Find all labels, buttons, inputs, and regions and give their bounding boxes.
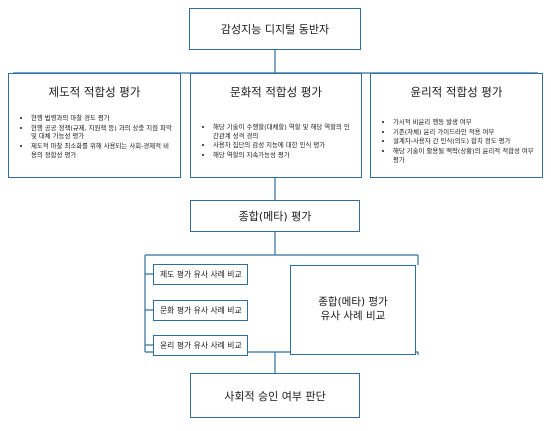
top-label: 감성지능 디지털 동반자 <box>220 23 330 36</box>
list-item: 제도적 마찰 최소화를 위해 사용되는 사회-경제적 비용의 정합성 평가 <box>31 142 174 159</box>
list-item: 현행 공공 정책(규제, 지원책 등) 과의 상충 지점 파악 및 대체 가능성… <box>31 124 174 141</box>
list-item: 기존(자체) 윤리 가이드라인 적용 여부 <box>393 128 536 137</box>
top-box: 감성지능 디지털 동반자 <box>189 8 361 50</box>
meta-box: 종합(메타) 평가 <box>190 200 360 232</box>
list-item: 해당 기술이 활용될 맥락(상황)의 윤리적 적합성 여부 평가 <box>393 147 536 164</box>
panel-list: 가시적 비윤리 행동 발생 여부 기존(자체) 윤리 가이드라인 적용 여부 설… <box>385 118 536 165</box>
list-item: 사용자 집단의 감성 지능에 대한 인식 평가 <box>213 141 355 150</box>
comparison-ethical: 윤리 평가 유사 사례 비교 <box>153 335 248 356</box>
meta-comparison-line2: 유사 사례 비교 <box>320 310 386 322</box>
comparison-cultural: 문화 평가 유사 사례 비교 <box>153 300 248 321</box>
panel-list: 현행 법령과의 마찰 경도 평가 현행 공공 정책(규제, 지원책 등) 과의 … <box>23 114 174 160</box>
panel-title: 윤리적 적합성 평가 <box>410 85 503 99</box>
meta-comparison-line1: 종합(메타) 평가 <box>318 296 388 309</box>
comparison-label: 제도 평가 유사 사례 비교 <box>160 270 242 279</box>
panel-ethical: 윤리적 적합성 평가 가시적 비윤리 행동 발생 여부 기존(자체) 윤리 가이… <box>370 73 543 178</box>
meta-comparison-box: 종합(메타) 평가 유사 사례 비교 <box>290 265 416 355</box>
comparison-institutional: 제도 평가 유사 사례 비교 <box>153 264 248 285</box>
list-item: 가시적 비윤리 행동 발생 여부 <box>393 118 536 127</box>
list-item: 해당 역할의 지속가능성 평가 <box>213 151 355 160</box>
final-label: 사회적 승인 여부 판단 <box>224 389 326 403</box>
panel-list: 해당 기술이 수행할(대체할) 역할 및 해당 역할의 인간관계 성격 경의 사… <box>205 123 355 161</box>
comparison-label: 윤리 평가 유사 사례 비교 <box>160 341 242 350</box>
list-item: 설계자-사용자 간 인식(의도) 합치 정도 평가 <box>393 137 536 146</box>
panel-title: 제도적 적합성 평가 <box>48 85 141 99</box>
panel-cultural: 문화적 적합성 평가 해당 기술이 수행할(대체할) 역할 및 해당 역할의 인… <box>190 73 362 178</box>
panel-institutional: 제도적 적합성 평가 현행 법령과의 마찰 경도 평가 현행 공공 정책(규제,… <box>8 73 181 178</box>
comparison-label: 문화 평가 유사 사례 비교 <box>160 306 242 315</box>
list-item: 현행 법령과의 마찰 경도 평가 <box>31 114 174 123</box>
final-box: 사회적 승인 여부 판단 <box>190 373 360 418</box>
meta-label: 종합(메타) 평가 <box>238 210 312 223</box>
panel-title: 문화적 적합성 평가 <box>230 85 322 99</box>
list-item: 해당 기술이 수행할(대체할) 역할 및 해당 역할의 인간관계 성격 경의 <box>213 123 355 140</box>
